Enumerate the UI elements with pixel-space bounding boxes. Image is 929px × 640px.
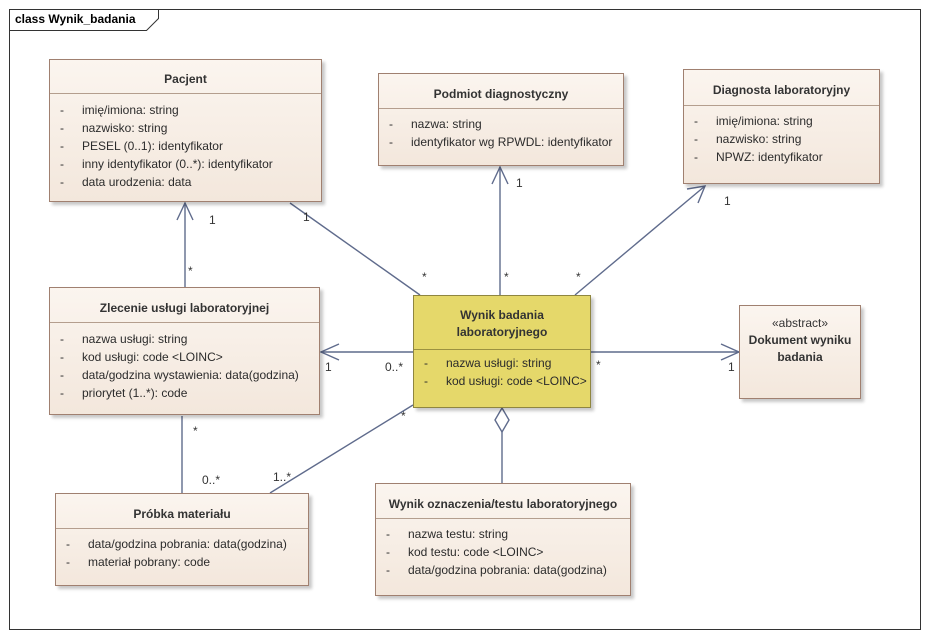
attribute: -data/godzina pobrania: data(godzina) xyxy=(386,563,607,577)
class-name-line: badania xyxy=(777,350,823,364)
class-zlecenie-uslugi-laboratoryjnej[interactable]: Zlecenie usługi laboratoryjnej -nazwa us… xyxy=(49,287,320,415)
attribute: -nazwa usługi: string xyxy=(424,356,552,370)
attribute-list: -nazwa testu: string -kod testu: code <L… xyxy=(386,525,626,579)
diagram-frame xyxy=(9,9,921,630)
multiplicity-label: * xyxy=(422,270,427,284)
class-name: Pacjent xyxy=(164,72,207,86)
class-name-line: Dokument wyniku xyxy=(748,333,852,347)
attribute-list: -nazwa usługi: string -kod usługi: code … xyxy=(60,330,315,402)
multiplicity-label: * xyxy=(504,270,509,284)
attribute-list: -nazwa: string -identyfikator wg RPWDL: … xyxy=(389,115,619,151)
stereotype: «abstract» xyxy=(771,316,829,330)
attribute: -inny identyfikator (0..*): identyfikato… xyxy=(60,157,273,171)
multiplicity-label: 1..* xyxy=(273,470,292,484)
class-pacjent[interactable]: Pacjent -imię/imiona: string -nazwisko: … xyxy=(49,59,322,202)
diagram-title-tab xyxy=(9,9,159,31)
attribute: -data/godzina wystawienia: data(godzina) xyxy=(60,368,299,382)
class-name: Próbka materiału xyxy=(133,507,231,521)
multiplicity-label: 1 xyxy=(209,213,216,227)
arrowhead-podmiot xyxy=(491,165,509,185)
class-dokument-wyniku-badania[interactable]: «abstract» Dokument wyniku badania xyxy=(739,305,861,399)
multiplicity-label: 0..* xyxy=(385,360,404,374)
attribute: -nazwisko: string xyxy=(60,121,168,135)
arrowhead-pacjent xyxy=(176,201,194,221)
attribute-list: -nazwa usługi: string -kod usługi: code … xyxy=(424,354,587,390)
attribute: -priorytet (1..*): code xyxy=(60,386,188,400)
attribute-list: -data/godzina pobrania: data(godzina) -m… xyxy=(66,535,304,571)
class-wynik-badania-laboratoryjnego[interactable]: Wynik badania laboratoryjnego -nazwa usł… xyxy=(413,295,591,408)
multiplicity-label: * xyxy=(188,264,193,278)
class-name-line: laboratoryjnego xyxy=(456,325,548,339)
attribute: -kod usługi: code <LOINC> xyxy=(424,374,587,388)
attribute: -data/godzina pobrania: data(godzina) xyxy=(66,537,287,551)
multiplicity-label: 1 xyxy=(516,176,523,190)
multiplicity-label: 1 xyxy=(728,360,735,374)
diagram-title: class Wynik_badania xyxy=(15,12,136,26)
attribute-list: -imię/imiona: string -nazwisko: string -… xyxy=(694,112,875,166)
class-podmiot-diagnostyczny[interactable]: Podmiot diagnostyczny -nazwa: string -id… xyxy=(378,73,624,166)
attribute: -identyfikator wg RPWDL: identyfikator xyxy=(389,135,613,149)
class-probka-materialu[interactable]: Próbka materiału -data/godzina pobrania:… xyxy=(55,493,309,586)
class-wynik-oznaczenia-testu[interactable]: Wynik oznaczenia/testu laboratoryjnego -… xyxy=(375,483,631,596)
attribute: -nazwa: string xyxy=(389,117,482,131)
multiplicity-label: * xyxy=(193,424,198,438)
class-name: Dokument wyniku badania xyxy=(740,332,860,366)
attribute: -imię/imiona: string xyxy=(60,103,179,117)
multiplicity-label: * xyxy=(576,270,581,284)
attribute: -kod testu: code <LOINC> xyxy=(386,545,544,559)
class-name: Wynik badania laboratoryjnego xyxy=(414,307,590,341)
assoc-probka-wynik xyxy=(269,404,414,494)
assoc-wynik-pacjent xyxy=(289,202,421,296)
class-name: Wynik oznaczenia/testu laboratoryjnego xyxy=(388,497,618,511)
arrowhead-zlecenie xyxy=(319,343,340,361)
arrowhead-diagnosta xyxy=(686,185,707,204)
multiplicity-label: * xyxy=(401,409,406,423)
multiplicity-label: 0..* xyxy=(202,473,221,487)
attribute: -NPWZ: identyfikator xyxy=(694,150,823,164)
attribute: -nazwa testu: string xyxy=(386,527,509,541)
class-name: Zlecenie usługi laboratoryjnej xyxy=(99,301,270,315)
attribute: -nazwa usługi: string xyxy=(60,332,188,346)
aggregation-diamond xyxy=(494,406,510,434)
multiplicity-label: 1 xyxy=(724,194,731,208)
attribute: -materiał pobrany: code xyxy=(66,555,211,569)
attribute: -nazwisko: string xyxy=(694,132,802,146)
multiplicity-label: 1 xyxy=(325,360,332,374)
multiplicity-label: 1 xyxy=(303,210,310,224)
class-diagnosta-laboratoryjny[interactable]: Diagnosta laboratoryjny -imię/imiona: st… xyxy=(683,69,880,184)
attribute: -PESEL (0..1): identyfikator xyxy=(60,139,223,153)
class-name: Podmiot diagnostyczny xyxy=(433,87,569,101)
attribute: -imię/imiona: string xyxy=(694,114,813,128)
class-name-line: Wynik badania xyxy=(460,308,544,322)
class-name: Diagnosta laboratoryjny xyxy=(712,83,851,97)
attribute-list: -imię/imiona: string -nazwisko: string -… xyxy=(60,101,317,191)
attribute: -kod usługi: code <LOINC> xyxy=(60,350,223,364)
assoc-wynik-diagnosta xyxy=(574,185,706,296)
multiplicity-label: * xyxy=(596,358,601,372)
attribute: -data urodzenia: data xyxy=(60,175,192,189)
